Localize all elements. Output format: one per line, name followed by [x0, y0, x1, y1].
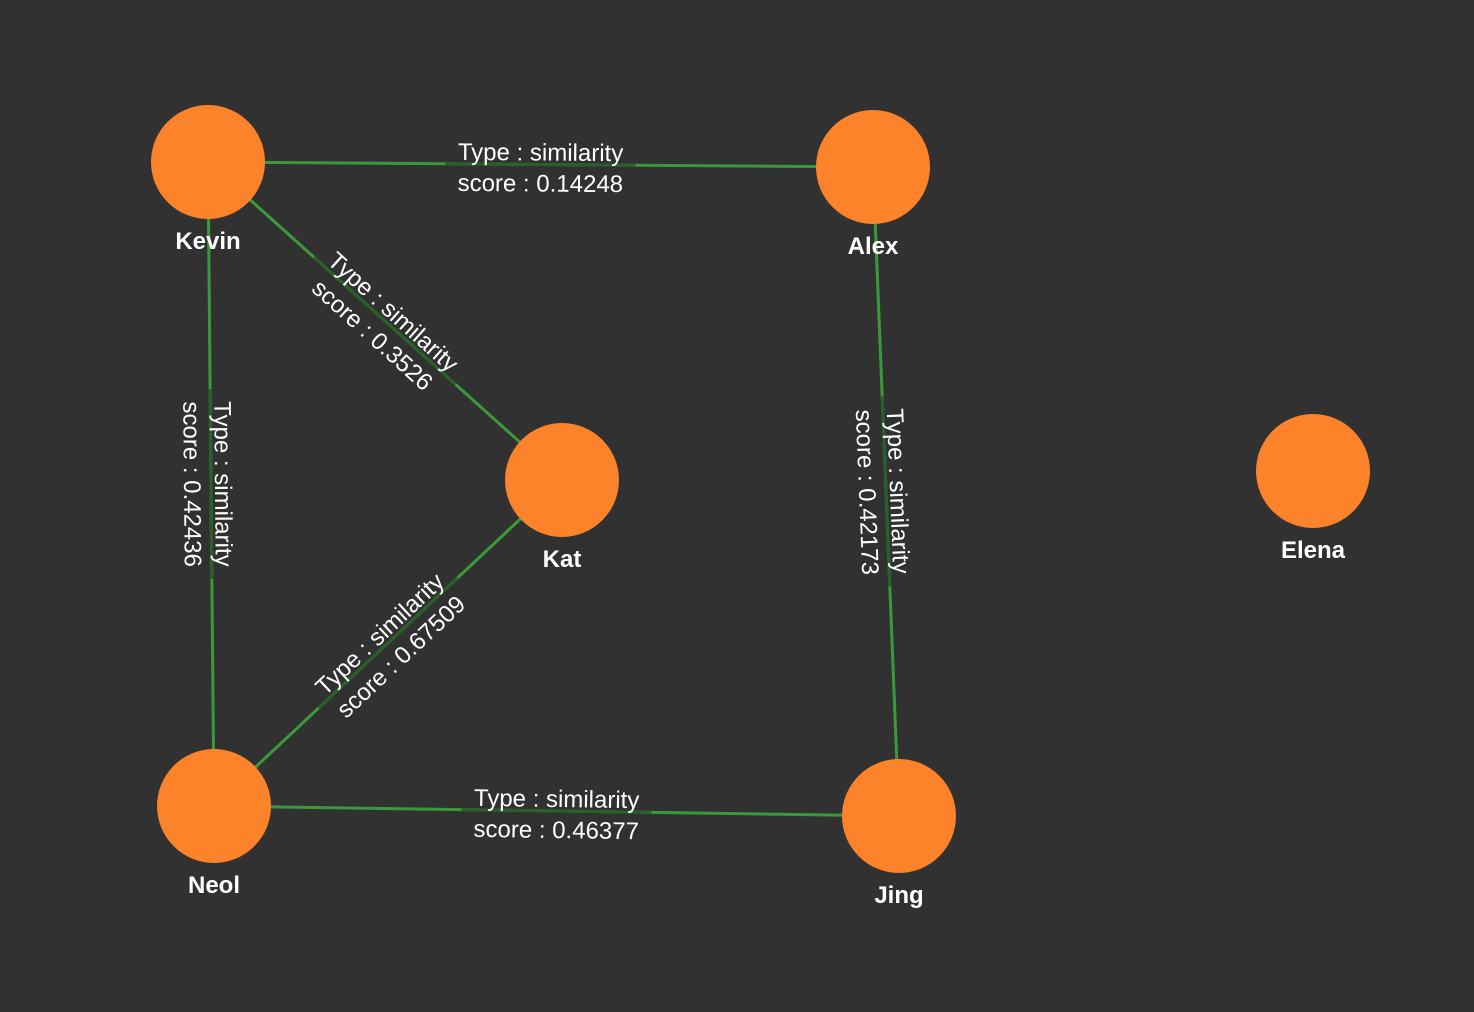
edge-type-label: Type : similarity — [881, 408, 915, 574]
edge-kevin-alex[interactable]: Type : similarity score : 0.14248 — [207, 139, 874, 198]
edge-type-label: Type : similarity — [458, 139, 624, 167]
edge-type-label: Type : similarity — [208, 401, 237, 567]
node-alex[interactable]: Alex — [816, 110, 930, 260]
edge-line-highlight — [208, 388, 214, 580]
node-label: Kat — [543, 546, 582, 573]
edge-line-highlight — [445, 162, 636, 167]
node-neol[interactable]: Neol — [157, 749, 271, 899]
node-circle[interactable] — [505, 423, 619, 537]
edge-type-label: Type : similarity — [474, 785, 640, 814]
node-label: Kevin — [175, 228, 240, 255]
edge-line-highlight — [880, 396, 892, 587]
edge-score-label: score : 0.42173 — [850, 409, 884, 575]
node-jing[interactable]: Jing — [842, 759, 956, 909]
node-elena[interactable]: Elena — [1256, 414, 1370, 564]
edge-line-highlight — [313, 256, 457, 386]
node-circle[interactable] — [157, 749, 271, 863]
node-circle[interactable] — [1256, 414, 1370, 528]
node-kevin[interactable]: Kevin — [151, 105, 265, 255]
node-label: Jing — [874, 882, 923, 909]
node-circle[interactable] — [151, 105, 265, 219]
edge-line-highlight — [461, 808, 652, 814]
edge-score-label: score : 0.42436 — [177, 401, 206, 567]
node-label: Neol — [188, 872, 240, 899]
edge-label: Type : similarity score : 0.14248 — [458, 139, 624, 198]
node-circle[interactable] — [842, 759, 956, 873]
node-label: Alex — [848, 233, 899, 260]
node-kat[interactable]: Kat — [505, 423, 619, 573]
edge-score-label: score : 0.14248 — [458, 170, 624, 198]
edge-line-highlight — [317, 576, 459, 710]
node-label: Elena — [1281, 537, 1346, 564]
edge-score-label: score : 0.46377 — [473, 816, 639, 845]
node-circle[interactable] — [816, 110, 930, 224]
